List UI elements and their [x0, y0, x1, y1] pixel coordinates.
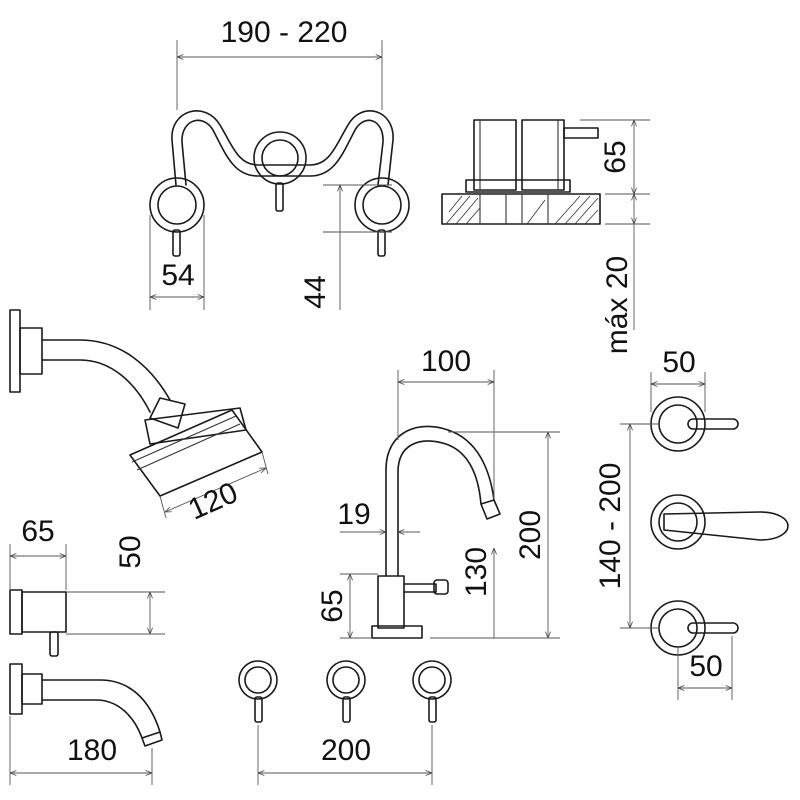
dim-three-handle-spacing: 200 — [321, 734, 371, 767]
dim-basin-spread: 190 - 220 — [221, 16, 348, 49]
wall-spout — [9, 663, 163, 785]
dim-wall-valve-height: 50 — [114, 535, 147, 568]
dim-trio-handle-width-top: 50 — [662, 346, 695, 379]
wall-trio-set — [620, 372, 789, 700]
dim-cartridge-height: 65 — [599, 140, 632, 173]
dim-spout-base-height: 65 — [316, 589, 349, 622]
bridge-basin-mixer — [149, 40, 410, 310]
dim-spout-pipe: 19 — [337, 498, 370, 531]
shower-head — [9, 309, 269, 519]
dim-wall-spout-reach: 180 — [67, 734, 117, 767]
dim-trio-spacing: 140 - 200 — [594, 463, 627, 590]
dim-basin-handle-diameter: 54 — [161, 259, 194, 292]
dim-spout-total-height: 200 — [514, 510, 547, 560]
dim-trio-handle-width-bottom: 50 — [689, 650, 722, 683]
dim-spout-reach: 100 — [421, 345, 471, 378]
dim-spout-lever-height: 130 — [460, 547, 493, 597]
dim-basin-handle-height: 44 — [299, 275, 332, 308]
cartridge-section — [441, 119, 650, 330]
dim-wall-valve-depth: 65 — [21, 515, 54, 548]
dim-max-wall: máx 20 — [601, 256, 634, 354]
dim-shower-head: 120 — [184, 476, 243, 527]
wall-valve — [9, 544, 165, 657]
three-hole-handles — [238, 660, 452, 785]
single-lever-spout — [340, 370, 560, 639]
